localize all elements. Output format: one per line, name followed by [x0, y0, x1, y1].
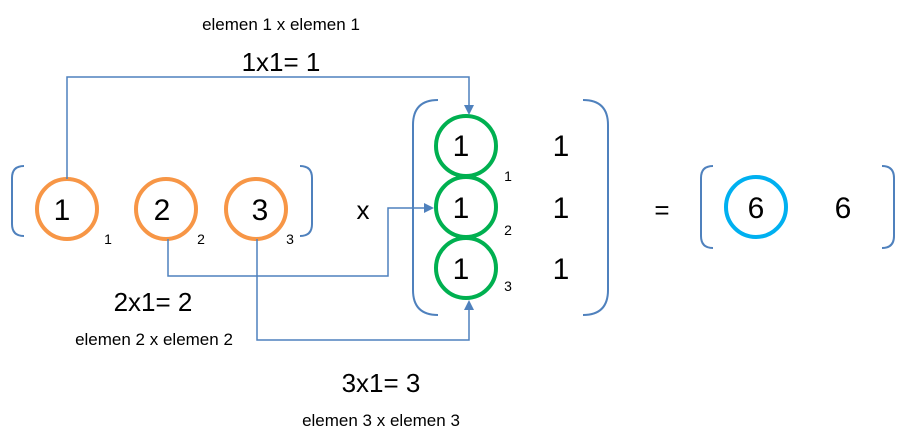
annotation-2-equation: 2x1= 2: [114, 287, 193, 317]
times-operator: x: [357, 195, 370, 225]
arrow-element-2: [167, 203, 434, 277]
row-subscript-1: 1: [104, 231, 112, 247]
row-vector-right-bracket: [299, 165, 313, 237]
row-element-2-circle: [134, 177, 198, 241]
column-vector-right-bracket: [582, 99, 609, 316]
row-subscript-2: 2: [197, 231, 205, 247]
row-element-1: 1: [54, 194, 71, 227]
equals-operator: =: [654, 195, 669, 225]
annotation-1-equation: 1x1= 1: [242, 47, 321, 77]
result-vector-left-bracket: [700, 165, 714, 249]
column-element-2: 1: [453, 192, 470, 225]
column-element-1: 1: [453, 130, 470, 163]
row-element-3: 3: [252, 194, 269, 227]
column-subscript-2: 2: [504, 222, 512, 238]
column-value-1: 1: [553, 130, 570, 163]
row-element-3-circle: [224, 177, 288, 241]
arrow-element-3: [256, 239, 474, 341]
column-subscript-3: 3: [504, 278, 512, 294]
result-element-2: 6: [835, 192, 852, 225]
annotation-3-equation: 3x1= 3: [342, 368, 421, 398]
column-element-3-circle: [434, 236, 498, 300]
result-element-1: 6: [748, 192, 765, 225]
column-subscript-1: 1: [504, 168, 512, 184]
result-vector-right-bracket: [881, 165, 895, 249]
annotation-2-caption: elemen 2 x elemen 2: [75, 330, 233, 349]
column-element-3: 1: [453, 253, 470, 286]
column-value-3: 1: [553, 253, 570, 286]
annotation-3-caption: elemen 3 x elemen 3: [302, 411, 460, 430]
row-element-2: 2: [154, 194, 171, 227]
column-value-2: 1: [553, 192, 570, 225]
result-element-1-circle: [724, 175, 788, 239]
row-subscript-3: 3: [286, 231, 294, 247]
row-vector-left-bracket: [11, 165, 25, 237]
arrow-element-1: [66, 76, 474, 179]
annotation-1-caption: elemen 1 x elemen 1: [202, 15, 360, 34]
